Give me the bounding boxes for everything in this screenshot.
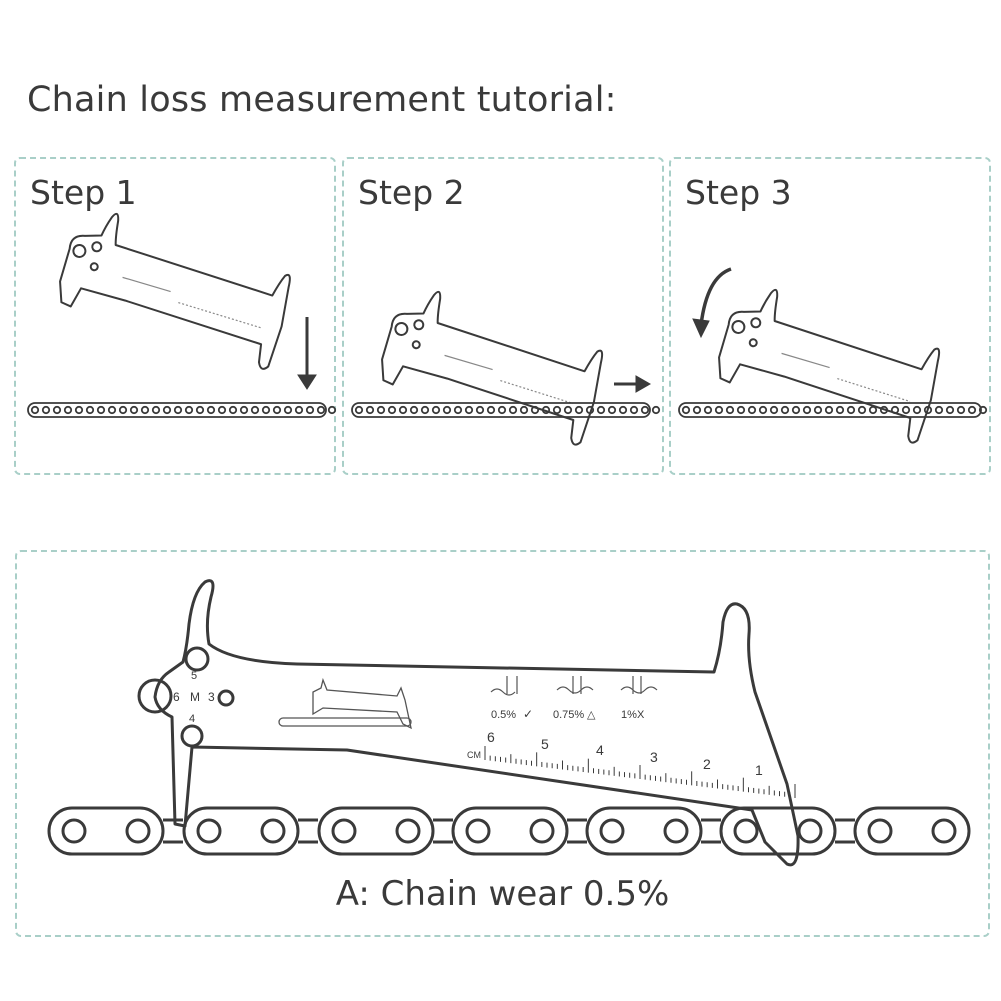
scale-number-5: 5	[541, 736, 549, 752]
ruler-ticks	[484, 746, 796, 798]
arrow-down-icon	[297, 317, 317, 390]
chain-pin	[733, 818, 759, 844]
scale-number-3: 3	[650, 749, 658, 765]
chain-link	[47, 806, 165, 856]
hole-6-icon	[137, 678, 173, 714]
chain-link	[719, 806, 837, 856]
wear-label-05: 0.5%	[491, 709, 516, 721]
scale-number-2: 2	[703, 756, 711, 772]
hole-label-5: 5	[191, 670, 197, 682]
step-2-panel: Step 2	[342, 157, 664, 475]
hole-label-m: M	[190, 690, 200, 704]
chain-pin	[61, 818, 87, 844]
chain	[47, 806, 971, 856]
chain-pin	[663, 818, 689, 844]
chain-pin	[867, 818, 893, 844]
chain-link	[853, 806, 971, 856]
chain-pin	[395, 818, 421, 844]
arrow-curved-icon	[692, 267, 732, 339]
step-1-illustration	[27, 212, 337, 418]
wear-indicator-icons	[490, 676, 658, 696]
chain-link	[585, 806, 703, 856]
chain-pin	[797, 818, 823, 844]
chain-pin	[196, 818, 222, 844]
step-2-label: Step 2	[358, 173, 465, 212]
chain-checker-detail: 5 6 M 3 4 0.5% ✓ 0.75% △ 1% X CM 6 5 4 3…	[47, 579, 971, 867]
wear-label-075: 0.75%	[553, 709, 584, 721]
wear-mark-1: X	[637, 709, 645, 721]
hole-5-icon	[184, 646, 210, 672]
scale-number-6: 6	[487, 729, 495, 745]
chain-pin	[931, 818, 957, 844]
step-3-label: Step 3	[685, 173, 792, 212]
scale-unit-label: CM	[467, 750, 481, 760]
chain-link	[451, 806, 569, 856]
chain-pin	[465, 818, 491, 844]
scale-number-4: 4	[596, 742, 604, 758]
chain-pin	[529, 818, 555, 844]
chain	[27, 402, 337, 418]
step-1-panel: Step 1	[14, 157, 337, 475]
chain	[678, 402, 988, 418]
hole-label-6: 6	[173, 690, 180, 704]
chain-pin	[125, 818, 151, 844]
chain-link	[317, 806, 435, 856]
chain-wear-caption: A: Chain wear 0.5%	[335, 874, 670, 914]
chain	[351, 402, 661, 418]
page-title: Chain loss measurement tutorial:	[27, 80, 617, 120]
step-1-label: Step 1	[30, 173, 137, 212]
detail-panel: 5 6 M 3 4 0.5% ✓ 0.75% △ 1% X CM 6 5 4 3…	[15, 550, 990, 937]
engraved-tool-icon	[278, 677, 412, 730]
hole-label-3: 3	[208, 690, 215, 704]
wear-mark-05: ✓	[523, 707, 533, 721]
step-3-panel: Step 3	[669, 157, 991, 475]
hole-4-icon	[180, 724, 204, 748]
chain-pin	[331, 818, 357, 844]
wear-label-1: 1%	[621, 709, 637, 721]
step-2-illustration	[351, 290, 661, 446]
scale-number-1: 1	[755, 762, 763, 778]
hole-label-4: 4	[189, 713, 195, 725]
chain-pin	[599, 818, 625, 844]
tool-outline	[153, 579, 800, 867]
hole-3-icon	[217, 689, 235, 707]
chain-link	[182, 806, 300, 856]
wear-mark-075: △	[587, 708, 596, 721]
step-3-illustration	[678, 267, 988, 444]
chain-pin	[260, 818, 286, 844]
arrow-right-icon	[614, 375, 652, 393]
